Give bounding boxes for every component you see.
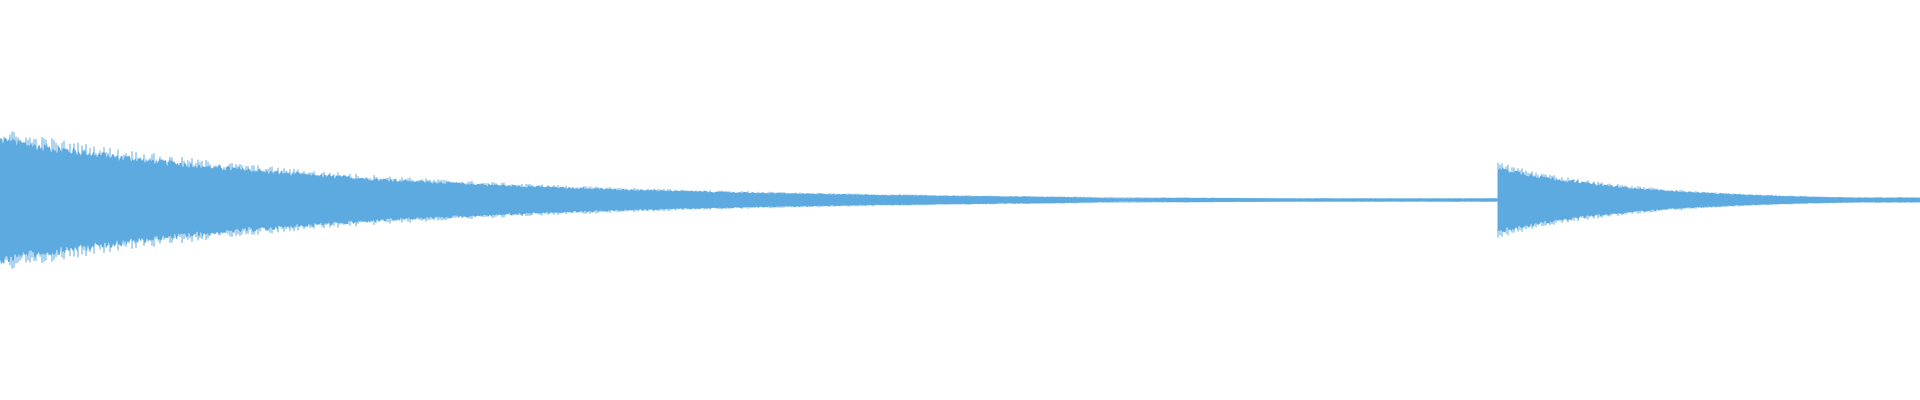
waveform-segment-second-note	[1497, 162, 1920, 238]
waveform-spikes-first-note	[0, 131, 1499, 269]
waveform-spikes-second-note	[1497, 162, 1920, 238]
waveform-segment-first-note	[0, 131, 1499, 269]
waveform-body-second-note	[1498, 166, 1920, 233]
waveform-body-first-note	[0, 137, 1498, 266]
